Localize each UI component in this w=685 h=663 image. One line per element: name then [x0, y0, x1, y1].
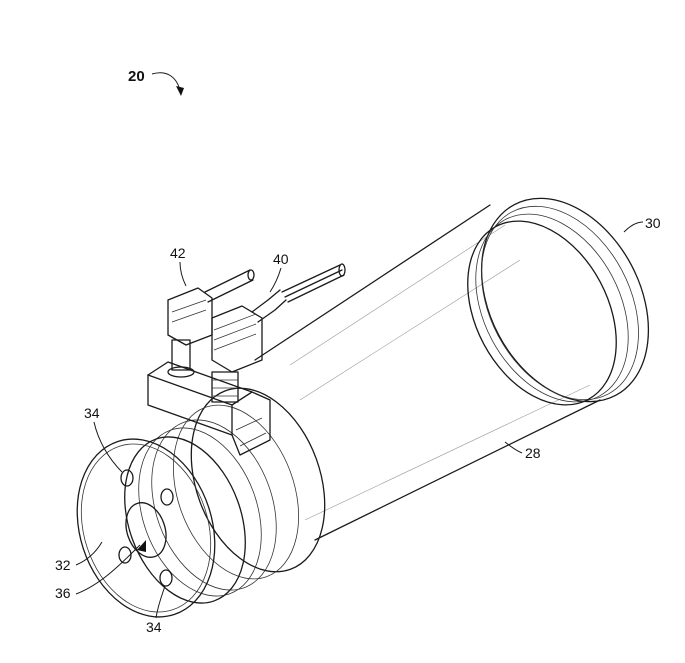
leader-bore [75, 544, 141, 595]
assembly-arrow [151, 72, 181, 91]
connector-a-neck [251, 289, 287, 323]
connector-b-stem [171, 339, 191, 371]
label-holes-top: 34 [84, 405, 100, 421]
connector-a-body [211, 305, 263, 373]
label-end-cap: 30 [645, 215, 661, 231]
body-bottom-edge [314, 399, 601, 541]
collar-ring [190, 387, 326, 573]
mount-hole-lower-right [159, 569, 173, 587]
callouts: 30 28 40 42 34 32 36 34 [55, 215, 661, 635]
label-end-face: 32 [55, 557, 71, 573]
end-cap-inner [467, 220, 617, 406]
label-sensor-a: 40 [273, 251, 289, 267]
end-cap [467, 197, 650, 406]
mount-hole-upper-right [160, 488, 174, 506]
sensor-housing [147, 361, 271, 456]
collar-front-ring [124, 436, 246, 604]
center-bore [125, 502, 167, 558]
assembly-callout: 20 [128, 68, 184, 96]
connector-sensor-a [211, 263, 346, 403]
housing-side [231, 391, 271, 456]
leader-end-face [75, 541, 103, 566]
label-holes-bottom: 34 [146, 619, 162, 635]
end-face-disc [76, 438, 216, 618]
assembly-arrowhead [176, 86, 184, 96]
leader-end-cap [623, 221, 644, 233]
housing-top [147, 361, 253, 406]
mount-hole-upper-left [120, 469, 134, 487]
bore-arrowhead [137, 540, 146, 552]
cable-b [204, 269, 254, 303]
label-assembly: 20 [128, 68, 145, 85]
connector-a-stem [211, 371, 239, 403]
label-bore: 36 [55, 585, 71, 601]
cable-a [281, 264, 345, 303]
housing-front [147, 374, 233, 436]
leader-sensor-a [269, 267, 282, 293]
label-sensor-b: 42 [170, 245, 186, 261]
front-collar [124, 387, 326, 604]
leader-body [504, 441, 523, 454]
cylinder-body [254, 204, 601, 541]
leader-holes-top [93, 421, 123, 473]
end-cap-outer [480, 197, 650, 403]
leader-holes-bottom [155, 585, 166, 619]
leader-sensor-b [179, 261, 187, 287]
mount-hole-lower-left [118, 546, 132, 564]
connector-sensor-b [167, 269, 255, 378]
end-face [76, 438, 216, 618]
label-body: 28 [525, 445, 541, 461]
connector-b-body [167, 287, 213, 346]
body-top-edge [254, 204, 491, 361]
